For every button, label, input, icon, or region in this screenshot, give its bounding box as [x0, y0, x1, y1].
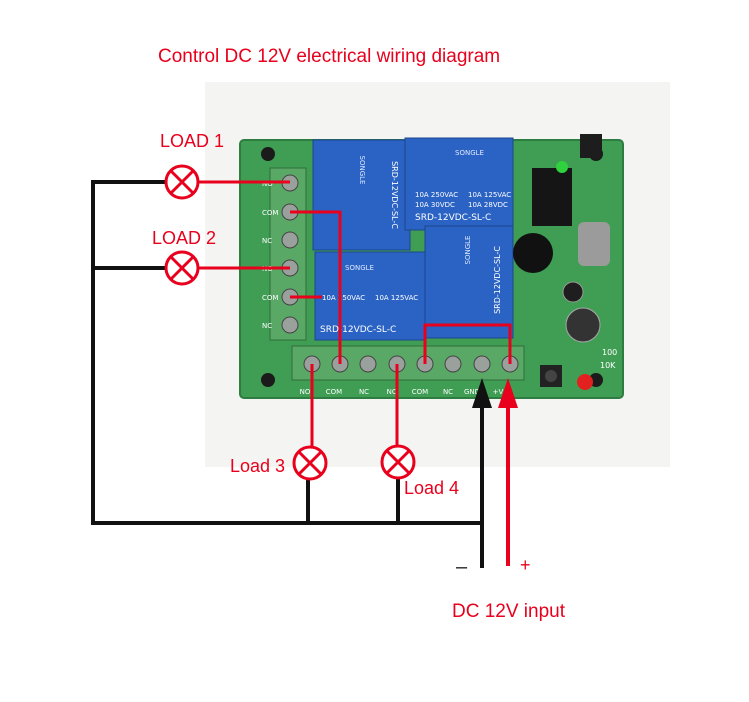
bottom-terminal-label: NC: [443, 388, 453, 396]
relay-model: SRD-12VDC-SL-C: [390, 161, 399, 229]
relay-brand: SONGLE: [464, 236, 472, 265]
load3-lamp-icon: [292, 445, 328, 481]
relay-model: SRD-12VDC-SL-C: [320, 325, 396, 335]
load4-label: Load 4: [404, 478, 460, 498]
relay-rating: 10A 30VDC: [415, 201, 455, 209]
pcb-mark: 10K: [600, 361, 616, 370]
load2-label: LOAD 2: [152, 228, 217, 248]
com-bridge-wire: [423, 323, 512, 364]
relay-2: SONGLE 10A 250VAC 10A 125VAC 10A 30VDC 1…: [404, 137, 514, 231]
relay-brand: SONGLE: [345, 264, 374, 272]
left-terminal-label: COM: [262, 209, 278, 217]
load1-lamp-icon: [164, 164, 200, 200]
relay-rating: 10A 125VAC: [375, 294, 418, 302]
led-green: [556, 161, 568, 173]
input-label: DC 12V input: [452, 601, 566, 622]
neutral-main-wire: [91, 180, 484, 525]
capacitor: [565, 307, 601, 343]
bottom-terminal-label: NO: [300, 388, 311, 396]
load2-lamp-icon: [164, 250, 200, 286]
load3-label: Load 3: [230, 456, 286, 476]
mount-hole: [261, 147, 275, 161]
coil-component: [513, 233, 553, 273]
left-terminal-label: NC: [262, 322, 272, 330]
left-terminal-block: [269, 167, 307, 341]
left-terminal-label: COM: [262, 294, 278, 302]
relay-board: NO COM NC NO COM NC NO COM NC NO COM NC …: [239, 134, 624, 399]
com1-link-wire: [290, 210, 342, 364]
capacitor: [562, 281, 584, 303]
relay-brand: SONGLE: [358, 156, 366, 185]
positive-arrow: [498, 378, 518, 408]
load1-label: LOAD 1: [160, 131, 225, 151]
relay-rating: 10A 250VAC: [415, 191, 458, 199]
left-terminal-label: NO: [262, 180, 273, 188]
bottom-terminal-label: GND: [464, 388, 480, 396]
relay-rating: 10A 125VAC: [468, 191, 511, 199]
ic-chip: [532, 168, 572, 226]
bottom-terminal-label: NO: [387, 388, 398, 396]
relay-3: SONGLE 10A 250VAC 10A 125VAC SRD-12VDC-S…: [314, 251, 426, 341]
crystal: [578, 222, 610, 266]
relay-rating: 10A 28VDC: [468, 201, 508, 209]
plus-label: +: [520, 555, 531, 575]
relay-brand: SONGLE: [455, 149, 484, 157]
relay-model: SRD-12VDC-SL-C: [415, 213, 491, 223]
left-terminal-label: NC: [262, 237, 272, 245]
relay-rating: 10A 250VAC: [322, 294, 365, 302]
bottom-terminal-label: COM: [326, 388, 342, 396]
jumper: [580, 134, 602, 158]
load4-lamp-icon: [380, 444, 416, 480]
minus-label: –: [456, 556, 468, 578]
bottom-terminal-label: COM: [412, 388, 428, 396]
neutral-wires: [91, 180, 484, 568]
relay-1: SONGLE SRD-12VDC-SL-C: [312, 139, 411, 251]
mount-hole: [261, 373, 275, 387]
gnd-arrow: [472, 378, 492, 408]
bottom-terminal-label: +V: [493, 388, 504, 396]
diagram-title: Control DC 12V electrical wiring diagram: [158, 46, 501, 67]
pcb-mark: 100: [602, 348, 617, 357]
relay-4: SONGLE SRD-12VDC-SL-C: [424, 225, 514, 339]
relay-model: SRD-12VDC-SL-C: [493, 246, 502, 314]
led-red: [577, 374, 593, 390]
live-wires: [199, 180, 512, 448]
bottom-terminal-label: NC: [359, 388, 369, 396]
